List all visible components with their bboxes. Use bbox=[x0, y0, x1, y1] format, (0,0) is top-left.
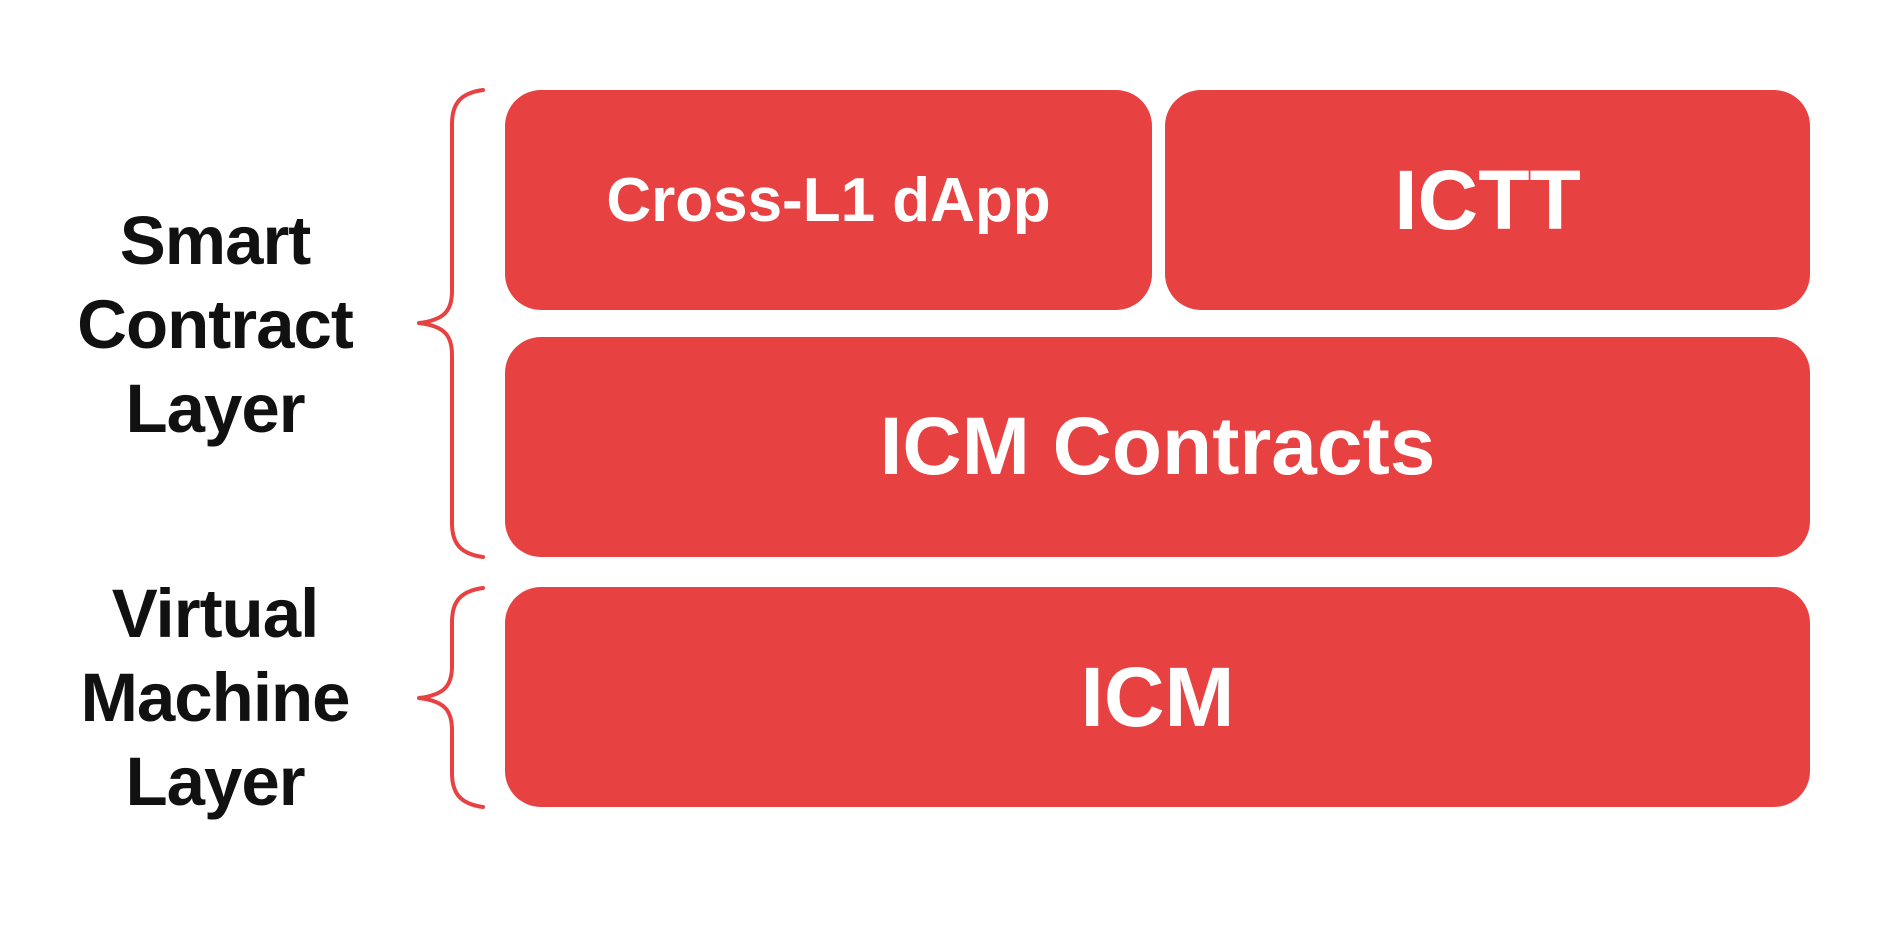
label-line: Layer bbox=[125, 743, 305, 820]
box-label: Cross-L1 dApp bbox=[606, 165, 1051, 235]
virtual-machine-brace-icon bbox=[417, 586, 485, 809]
label-line: Contract bbox=[77, 286, 354, 363]
label-line: Virtual bbox=[111, 575, 319, 652]
icm-contracts-box: ICM Contracts bbox=[505, 337, 1810, 557]
label-line: Layer bbox=[125, 370, 305, 447]
cross-l1-dapp-box: Cross-L1 dApp bbox=[505, 90, 1152, 310]
ictt-box: ICTT bbox=[1165, 90, 1810, 310]
virtual-machine-layer-label: Virtual Machine Layer bbox=[0, 572, 430, 824]
label-line: Machine bbox=[80, 659, 350, 736]
curly-braces-graphic bbox=[417, 88, 485, 809]
smart-contract-layer-label: Smart Contract Layer bbox=[0, 199, 430, 451]
label-line: Smart bbox=[119, 202, 312, 279]
box-label: ICM bbox=[1080, 649, 1235, 744]
box-label: ICTT bbox=[1394, 152, 1581, 247]
icm-box: ICM bbox=[505, 587, 1810, 807]
smart-contract-brace-icon bbox=[417, 88, 485, 559]
box-label: ICM Contracts bbox=[879, 401, 1436, 492]
